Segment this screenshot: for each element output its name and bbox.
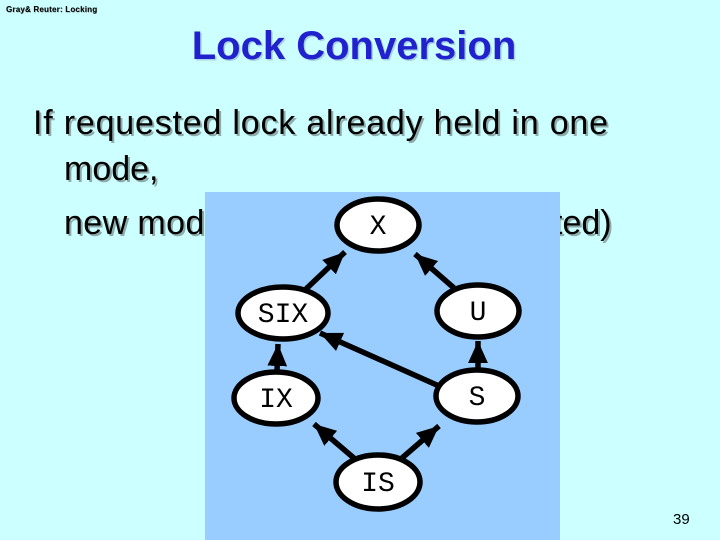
slide-title: Lock Conversion (191, 24, 517, 68)
page-number: 39 (673, 511, 690, 528)
body-text-line3-right-fragment: ted) (553, 204, 612, 242)
slide-header-note: Gray& Reuter: Locking (6, 5, 98, 14)
lock-conversion-diagram-panel (205, 192, 560, 540)
body-text-line3-left-fragment: new mod (64, 204, 205, 242)
body-text-line1: If requested lock already held in one (33, 104, 609, 142)
body-text-line2: mode, (64, 150, 159, 188)
